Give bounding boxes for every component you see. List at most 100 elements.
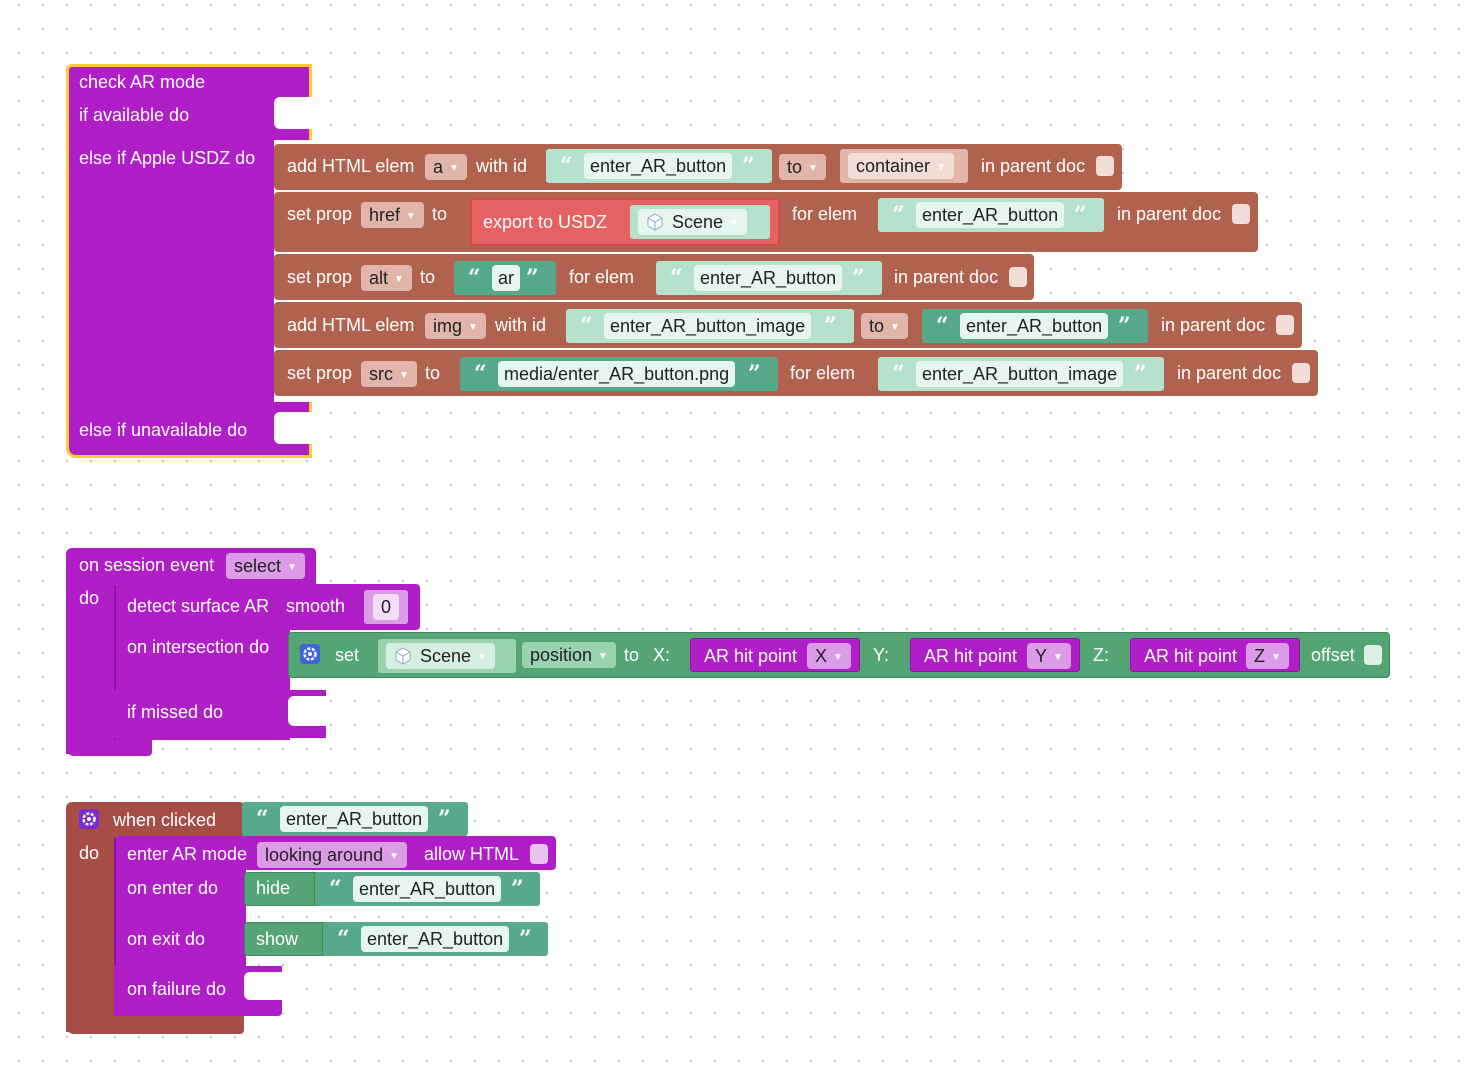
string-block-id-1[interactable]: “ enter_AR_button ” bbox=[546, 149, 772, 183]
on-failure-label: on failure do bbox=[127, 979, 227, 999]
string-value[interactable]: enter_AR_button bbox=[361, 926, 510, 952]
x-label: X: bbox=[653, 645, 671, 665]
scene-dropdown[interactable]: Scene▼ bbox=[386, 643, 495, 669]
string-value[interactable]: enter_AR_button bbox=[584, 153, 733, 179]
if-available-slot[interactable] bbox=[274, 97, 314, 129]
hit-point-label: AR hit point bbox=[1144, 646, 1238, 666]
allow-html-label: allow HTML bbox=[424, 844, 520, 864]
property-dropdown[interactable]: position▼ bbox=[522, 642, 616, 668]
axis-dropdown-x[interactable]: X▼ bbox=[807, 643, 851, 669]
dropdown-arrow-icon: ▼ bbox=[389, 851, 399, 862]
y-label: Y: bbox=[873, 645, 890, 665]
in-parent-doc-label: in parent doc bbox=[1177, 363, 1282, 383]
missed-slot[interactable] bbox=[288, 696, 328, 726]
set-prop-label: set prop bbox=[287, 204, 353, 224]
add-html-label: add HTML elem bbox=[287, 156, 415, 176]
when-clicked-label: when clicked bbox=[113, 810, 217, 830]
axis-dropdown-y[interactable]: Y▼ bbox=[1027, 643, 1071, 669]
string-value[interactable]: media/enter_AR_button.png bbox=[498, 361, 736, 387]
string-value[interactable]: enter_AR_button bbox=[960, 313, 1109, 339]
container-dropdown[interactable]: container▼ bbox=[848, 153, 954, 179]
parent-doc-checkbox[interactable] bbox=[1009, 267, 1027, 287]
to-label: to bbox=[624, 645, 640, 665]
to-label: to bbox=[425, 363, 441, 383]
for-elem-label: for elem bbox=[790, 363, 856, 383]
scene-block[interactable]: Scene▼ bbox=[630, 205, 770, 239]
to-dropdown[interactable]: to▼ bbox=[779, 154, 826, 180]
mode-dropdown[interactable]: looking around▼ bbox=[257, 842, 407, 868]
parent-doc-checkbox[interactable] bbox=[1276, 315, 1294, 335]
string-block-src[interactable]: “ media/enter_AR_button.png ” bbox=[460, 357, 778, 391]
offset-checkbox[interactable] bbox=[1364, 645, 1382, 665]
container-block[interactable]: container▼ bbox=[840, 149, 968, 183]
tag-dropdown-a[interactable]: a▼ bbox=[425, 154, 467, 180]
parent-doc-checkbox[interactable] bbox=[1292, 363, 1310, 383]
check-ar-mode-block[interactable] bbox=[66, 64, 312, 458]
set-label: set bbox=[335, 645, 360, 665]
prop-dropdown-alt[interactable]: alt▼ bbox=[361, 265, 412, 291]
dropdown-arrow-icon: ▼ bbox=[833, 652, 843, 663]
clicked-footer bbox=[66, 1016, 244, 1034]
check-ar-label: check AR mode bbox=[79, 72, 206, 92]
allow-html-checkbox[interactable] bbox=[530, 844, 548, 864]
scene-block[interactable]: Scene▼ bbox=[378, 639, 516, 673]
dropdown-arrow-icon: ▼ bbox=[399, 370, 409, 381]
missed-label: if missed do bbox=[127, 702, 224, 722]
dropdown-arrow-icon: ▼ bbox=[1271, 652, 1281, 663]
string-value[interactable]: enter_AR_button bbox=[694, 265, 843, 291]
gear-icon[interactable] bbox=[300, 644, 320, 664]
in-parent-doc-label: in parent doc bbox=[981, 156, 1086, 176]
gear-icon[interactable] bbox=[79, 809, 99, 829]
string-value[interactable]: enter_AR_button_image bbox=[916, 361, 1124, 387]
dropdown-arrow-icon: ▼ bbox=[468, 322, 478, 333]
axis-dropdown-z[interactable]: Z▼ bbox=[1246, 643, 1289, 669]
string-block-elem-2[interactable]: “ enter_AR_button ” bbox=[878, 198, 1104, 232]
clicked-do-arm bbox=[66, 836, 116, 1032]
for-elem-label: for elem bbox=[792, 204, 858, 224]
in-parent-doc-label: in parent doc bbox=[1161, 315, 1266, 335]
do-label: do bbox=[79, 843, 100, 863]
clicked-target-block[interactable]: “ enter_AR_button ” bbox=[242, 802, 468, 836]
if-unavailable-slot[interactable] bbox=[274, 412, 314, 444]
string-value[interactable]: enter_AR_button_image bbox=[604, 313, 812, 339]
string-value[interactable]: enter_AR_button bbox=[916, 202, 1065, 228]
else-usdz-label: else if Apple USDZ do bbox=[79, 148, 256, 168]
parent-doc-checkbox[interactable] bbox=[1096, 156, 1114, 176]
scene-dropdown[interactable]: Scene▼ bbox=[638, 209, 747, 235]
failure-slot[interactable] bbox=[244, 972, 284, 1000]
on-exit-label: on exit do bbox=[127, 929, 206, 949]
dropdown-arrow-icon: ▼ bbox=[406, 211, 416, 222]
to-label: to bbox=[432, 204, 448, 224]
to-dropdown[interactable]: to▼ bbox=[861, 313, 908, 339]
string-value[interactable]: enter_AR_button bbox=[353, 876, 502, 902]
string-block-parent[interactable]: “ enter_AR_button ” bbox=[922, 309, 1148, 343]
dropdown-arrow-icon: ▼ bbox=[729, 218, 739, 229]
show-target-block[interactable]: “ enter_AR_button ” bbox=[322, 922, 548, 956]
cube-icon bbox=[647, 213, 663, 231]
enter-ar-label: enter AR mode bbox=[127, 844, 248, 864]
parent-doc-checkbox[interactable] bbox=[1232, 204, 1250, 224]
session-do-arm bbox=[66, 584, 116, 754]
string-block-ar[interactable]: “ ar ” bbox=[454, 261, 556, 295]
event-dropdown[interactable]: select▼ bbox=[226, 553, 305, 579]
tag-dropdown-img[interactable]: img▼ bbox=[425, 313, 486, 339]
prop-dropdown-href[interactable]: href▼ bbox=[361, 202, 424, 228]
set-prop-label: set prop bbox=[287, 363, 353, 383]
hide-target-block[interactable]: “ enter_AR_button ” bbox=[314, 872, 540, 906]
string-block-elem-5[interactable]: “ enter_AR_button_image ” bbox=[878, 357, 1164, 391]
string-value[interactable]: ar bbox=[492, 265, 521, 291]
string-block-elem-3[interactable]: “ enter_AR_button ” bbox=[656, 261, 882, 295]
dropdown-arrow-icon: ▼ bbox=[598, 651, 608, 662]
dropdown-arrow-icon: ▼ bbox=[1053, 652, 1063, 663]
string-block-id-4[interactable]: “ enter_AR_button_image ” bbox=[566, 309, 854, 343]
intersection-label: on intersection do bbox=[127, 637, 270, 657]
prop-dropdown-src[interactable]: src▼ bbox=[361, 361, 417, 387]
session-event-label: on session event bbox=[79, 555, 215, 575]
string-value[interactable]: enter_AR_button bbox=[280, 806, 429, 832]
hide-label: hide bbox=[256, 878, 291, 898]
dropdown-arrow-icon: ▼ bbox=[890, 322, 900, 333]
with-id-label: with id bbox=[476, 156, 528, 176]
dropdown-arrow-icon: ▼ bbox=[936, 162, 946, 173]
for-elem-label: for elem bbox=[569, 267, 635, 287]
smooth-number[interactable]: 0 bbox=[373, 594, 400, 620]
